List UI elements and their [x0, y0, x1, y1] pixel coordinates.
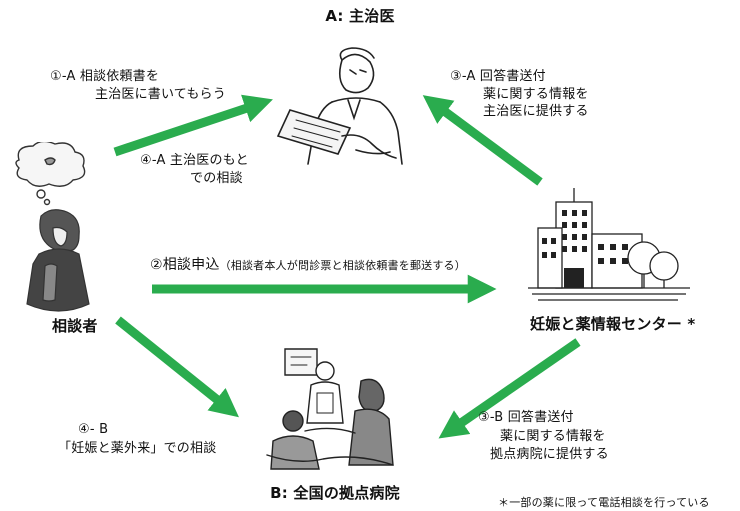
node-hospital: B: 全国の拠点病院 — [270, 484, 400, 502]
label-1a-line2: 主治医に書いてもらう — [95, 87, 226, 102]
node-doctor: A: 主治医 — [325, 7, 395, 25]
arrow-3b — [438, 338, 581, 439]
thinking-woman-illustration — [15, 142, 90, 312]
label-3a-line2: 薬に関する情報を — [483, 87, 589, 102]
footnote: ＊一部の薬に限って電話相談を行っている — [498, 496, 710, 509]
label-2: ②相談申込（相談者本人が問診票と相談依頼書を郵送する） — [150, 257, 466, 274]
label-4b-line2: 「妊娠と薬外来」での相談 — [58, 441, 217, 456]
label-3b-line2: 薬に関する情報を — [500, 429, 606, 444]
label-2-main: ②相談申込 — [150, 257, 220, 273]
label-4a-line2: での相談 — [190, 171, 243, 186]
label-3b-line3: 拠点病院に提供する — [490, 447, 609, 462]
arrow-3a — [422, 95, 543, 186]
label-4b-line1: ④- B — [78, 422, 109, 437]
building-illustration — [528, 188, 690, 301]
label-1a-line1: ①-A 相談依頼書を — [50, 69, 160, 84]
label-3b-line1: ③-B 回答書送付 — [478, 410, 574, 425]
label-4a-line1: ④-A 主治医のもと — [140, 153, 249, 168]
label-3a-line3: 主治医に提供する — [483, 104, 589, 119]
consultation-illustration — [266, 348, 394, 470]
label-2-note: （相談者本人が問診票と相談依頼書を郵送する） — [219, 259, 466, 272]
doctor-illustration — [276, 47, 403, 165]
label-3a-line1: ③-A 回答書送付 — [450, 69, 546, 84]
arrow-1a — [113, 94, 273, 157]
arrow-4b — [115, 316, 239, 418]
node-consultant: 相談者 — [52, 317, 98, 335]
node-center: 妊娠と薬情報センター * — [530, 315, 696, 333]
